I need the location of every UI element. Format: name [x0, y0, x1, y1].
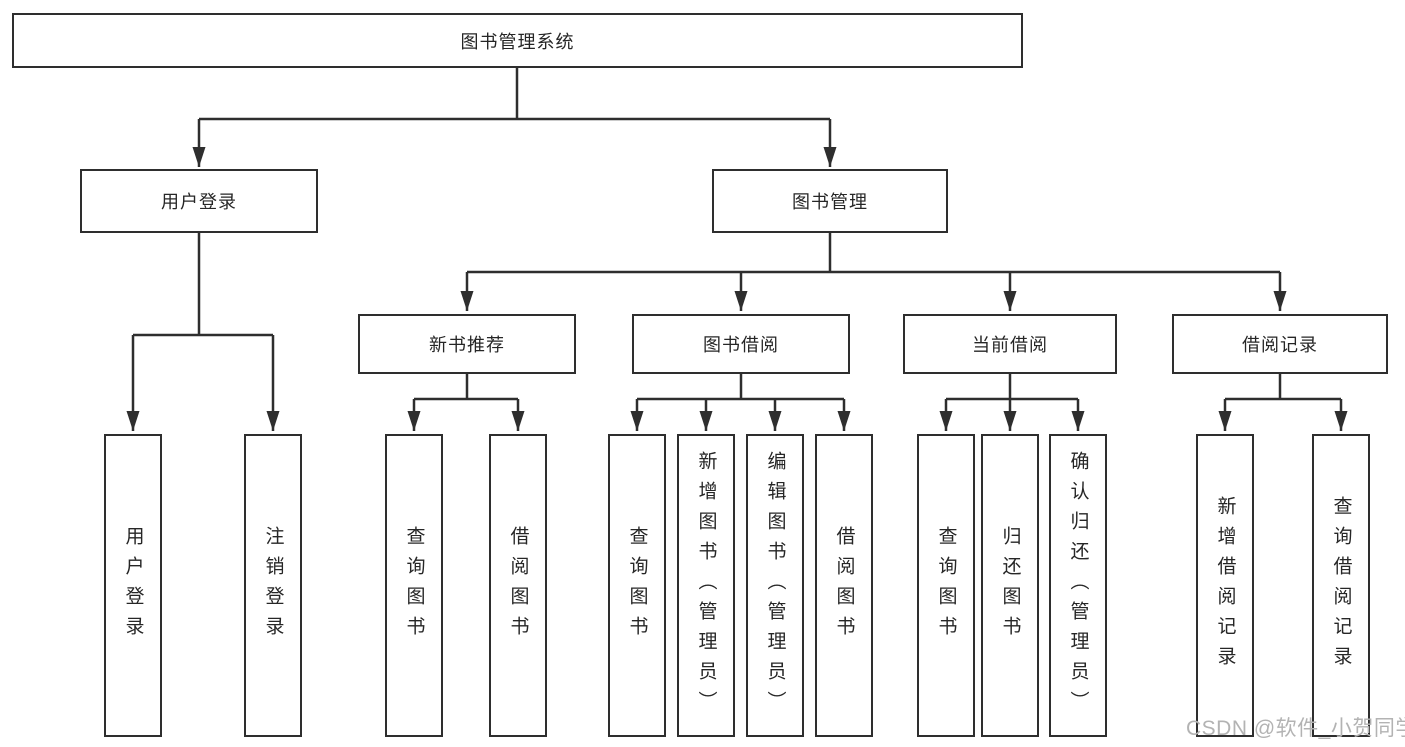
node-leaf-borrow-query-label: 查询图书 — [626, 525, 648, 646]
node-book-management: 图书管理 — [712, 169, 948, 233]
node-borrow-records: 借阅记录 — [1172, 314, 1388, 374]
node-leaf-borrow-add-label: 新增图书（管理员） — [695, 450, 717, 721]
connectors-borrow-records — [1218, 374, 1348, 431]
connectors-new-book-recommend — [407, 374, 525, 431]
node-leaf-borrow-borrow: 借阅图书 — [815, 434, 873, 737]
node-book-borrow-label: 图书借阅 — [703, 335, 779, 355]
node-leaf-current-return: 归还图书 — [981, 434, 1039, 737]
node-leaf-current-return-label: 归还图书 — [999, 525, 1021, 646]
node-new-book-recommend-label: 新书推荐 — [429, 335, 505, 355]
node-system: 图书管理系统 — [12, 13, 1023, 68]
connectors-user-login — [126, 233, 280, 431]
node-leaf-borrow-add: 新增图书（管理员） — [677, 434, 735, 737]
node-leaf-user-login: 用户登录 — [104, 434, 162, 737]
node-leaf-current-confirm: 确认归还（管理员） — [1049, 434, 1107, 737]
node-leaf-logout: 注销登录 — [244, 434, 302, 737]
node-leaf-records-query: 查询借阅记录 — [1312, 434, 1370, 737]
node-book-management-label: 图书管理 — [792, 192, 868, 212]
node-system-label: 图书管理系统 — [460, 31, 575, 52]
node-current-borrow-label: 当前借阅 — [972, 335, 1048, 355]
node-leaf-borrow-query: 查询图书 — [608, 434, 666, 737]
node-leaf-user-login-label: 用户登录 — [122, 525, 144, 646]
node-leaf-records-add-label: 新增借阅记录 — [1214, 495, 1236, 676]
connectors-book-management — [460, 233, 1287, 311]
node-leaf-current-query: 查询图书 — [917, 434, 975, 737]
node-leaf-borrow-borrow-label: 借阅图书 — [833, 525, 855, 646]
node-user-login: 用户登录 — [80, 169, 318, 233]
node-borrow-records-label: 借阅记录 — [1242, 335, 1318, 355]
node-book-borrow: 图书借阅 — [632, 314, 850, 374]
connectors-root — [192, 68, 837, 167]
node-leaf-recommend-query: 查询图书 — [385, 434, 443, 737]
node-new-book-recommend: 新书推荐 — [358, 314, 576, 374]
node-leaf-current-confirm-label: 确认归还（管理员） — [1067, 450, 1089, 721]
node-leaf-borrow-edit: 编辑图书（管理员） — [746, 434, 804, 737]
connectors-book-borrow — [630, 374, 851, 431]
node-leaf-records-add: 新增借阅记录 — [1196, 434, 1254, 737]
node-leaf-recommend-borrow-label: 借阅图书 — [507, 525, 529, 646]
node-user-login-label: 用户登录 — [161, 192, 237, 212]
watermark: CSDN @软件_小贺同学 — [1186, 717, 1405, 740]
node-leaf-recommend-query-label: 查询图书 — [403, 525, 425, 646]
node-leaf-logout-label: 注销登录 — [262, 525, 284, 646]
connectors-current-borrow — [939, 374, 1085, 431]
node-leaf-recommend-borrow: 借阅图书 — [489, 434, 547, 737]
node-leaf-records-query-label: 查询借阅记录 — [1330, 495, 1352, 676]
node-current-borrow: 当前借阅 — [903, 314, 1117, 374]
node-leaf-current-query-label: 查询图书 — [935, 525, 957, 646]
node-leaf-borrow-edit-label: 编辑图书（管理员） — [764, 450, 786, 721]
